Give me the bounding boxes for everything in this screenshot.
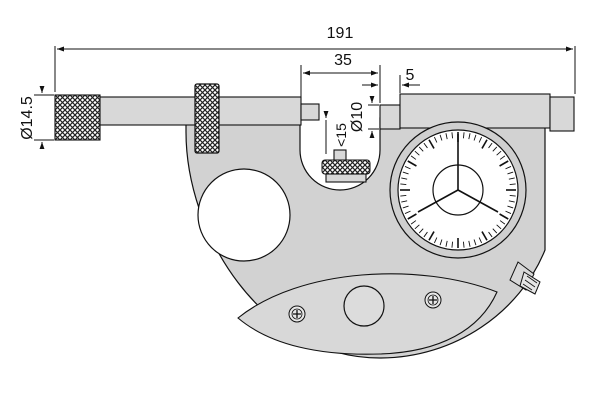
dial-tick (418, 146, 424, 152)
screw-left-icon (288, 305, 306, 323)
dial-tick (404, 210, 411, 215)
dial-tick (499, 220, 506, 225)
dial-tick (507, 205, 514, 209)
dial-tick (451, 132, 454, 139)
dial-tick (499, 155, 506, 160)
dial-tick (433, 136, 438, 143)
spindle-tip (300, 103, 320, 121)
dial-tick (410, 155, 417, 160)
dimension-spindle-diameter: Ø14.5 (19, 86, 54, 149)
dial-tick (423, 231, 428, 238)
dial-tick (401, 200, 408, 203)
dial-tick (508, 200, 515, 203)
retract-lever (321, 149, 371, 183)
dial-tick (433, 237, 438, 244)
dial-tick (505, 165, 512, 170)
center-plug (343, 285, 385, 327)
dial-tick (400, 183, 407, 186)
dial-tick (428, 139, 435, 149)
dimension-retract: <15 (323, 111, 349, 154)
anvil-cap (549, 96, 575, 132)
dial-tick (505, 210, 512, 215)
anvil (379, 93, 575, 132)
dial-tick (423, 142, 428, 149)
dial-tick (507, 171, 514, 175)
screw-right-icon (424, 291, 442, 309)
anvil-diameter-label: Ø10 (349, 102, 366, 132)
dial-tick (492, 228, 498, 234)
dial-tick (402, 205, 409, 209)
dimension-anvil-diameter: Ø10 (349, 96, 379, 138)
dimension-anvil-offset: 5 (362, 67, 420, 93)
overall-length-label: 191 (327, 25, 354, 42)
dial-tick (473, 134, 477, 141)
frame-cutout (197, 168, 291, 262)
release-button-icon (509, 261, 541, 295)
anvil-sleeve (399, 93, 551, 129)
dial-tick (402, 171, 409, 175)
dial-tick (496, 224, 502, 230)
dial-tick (509, 194, 516, 197)
lever-base (325, 173, 367, 183)
dial-tick (401, 177, 408, 180)
dial-tick (439, 134, 443, 141)
dial-tick (407, 213, 417, 220)
lock-nut-knurl (194, 83, 220, 154)
dial-tick (418, 228, 424, 234)
dial-tick (410, 220, 417, 225)
dial-tick (428, 231, 435, 241)
dial-scale (400, 132, 516, 248)
dial-tick (492, 146, 498, 152)
dial-tick (439, 239, 443, 246)
retract-label: <15 (333, 123, 349, 147)
dial-tick (499, 160, 509, 167)
dial-tick (488, 231, 493, 238)
lever-knurl (321, 159, 371, 175)
dial-tick (404, 165, 411, 170)
dial-tick (478, 237, 483, 244)
dial-tick (414, 150, 420, 156)
dial-indicator (389, 121, 527, 259)
dial-tick (488, 142, 493, 149)
dial-tick (468, 240, 471, 247)
dial-tick (462, 132, 465, 139)
dial-tick (499, 213, 509, 220)
dimension-range: 35 (300, 52, 381, 103)
anvil-tip (379, 104, 401, 130)
offset-label: 5 (406, 67, 415, 84)
dial-tick (462, 241, 465, 248)
dial-tick (478, 136, 483, 143)
spindle-diameter-label: Ø14.5 (19, 96, 36, 140)
dial-tick (481, 139, 488, 149)
thimble-knurl (54, 94, 101, 141)
dial-tick (407, 160, 417, 167)
dial-tick (445, 133, 448, 140)
dial-tick (496, 150, 502, 156)
three-arm-pointer-icon (417, 134, 499, 213)
dimension-overall: 191 (54, 25, 576, 94)
range-label: 35 (334, 52, 352, 69)
dial-tick (481, 231, 488, 241)
dial-tick (445, 240, 448, 247)
dial-tick (468, 133, 471, 140)
dial-tick (451, 241, 454, 248)
dial-tick (509, 183, 516, 186)
dial-tick (508, 177, 515, 180)
dial-tick (414, 224, 420, 230)
dial-tick (400, 194, 407, 197)
dial-tick (473, 239, 477, 246)
